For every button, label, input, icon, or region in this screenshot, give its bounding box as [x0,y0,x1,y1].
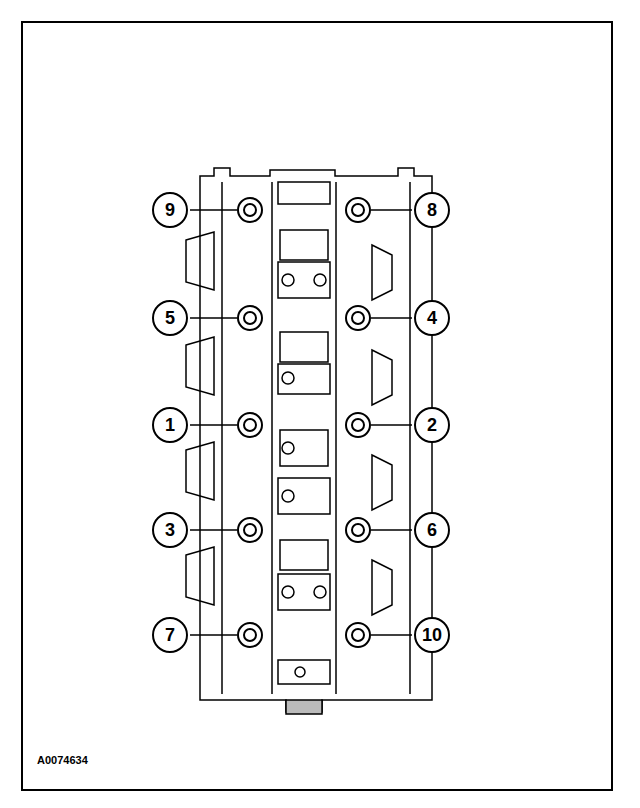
port [186,337,214,395]
callout-circle: 9 [152,192,188,228]
callout-circle: 4 [414,300,450,336]
callout-number: 6 [427,521,437,539]
callout-number: 7 [165,626,175,644]
rail [409,182,411,694]
cam-cap [280,540,328,570]
stud [282,586,294,598]
rail [335,182,337,694]
callout-number: 5 [165,309,175,327]
callout-circle: 10 [414,617,450,653]
head-outline [200,168,432,712]
callout-number: 10 [422,626,442,644]
callout-circle: 6 [414,512,450,548]
stud [282,442,294,454]
cam-cap [278,574,330,610]
stud [314,274,326,286]
stud [314,586,326,598]
stud [295,667,305,677]
rail [221,182,223,694]
callout-number: 8 [427,201,437,219]
callout-circle: 7 [152,617,188,653]
frame-border [22,22,612,790]
callout-circle: 8 [414,192,450,228]
leader-lines [190,210,412,635]
port [372,245,392,300]
cylinder-head [186,168,432,714]
callout-circle: 2 [414,407,450,443]
cam-cap [278,182,330,204]
port [372,455,392,510]
port [372,560,392,615]
callout-number: 9 [165,201,175,219]
callout-number: 1 [165,416,175,434]
callout-number: 2 [427,416,437,434]
callout-circle: 5 [152,300,188,336]
cam-nose [286,700,322,714]
cam-cap [278,364,330,394]
cam-cap [280,430,328,466]
head-bolts [238,198,370,647]
port [372,350,392,405]
rail [271,182,273,694]
stud [282,372,294,384]
callout-circle: 1 [152,407,188,443]
cam-cap [280,230,328,260]
port [186,547,214,605]
stud [282,274,294,286]
port [186,442,214,500]
callout-circle: 3 [152,512,188,548]
figure-code: A0074634 [36,754,89,766]
cam-cap [280,332,328,362]
cam-cap [278,478,330,514]
cam-cap [278,660,330,684]
callout-number: 3 [165,521,175,539]
callout-number: 4 [427,309,437,327]
port [186,232,214,290]
cam-cap [278,262,330,298]
stud [282,490,294,502]
